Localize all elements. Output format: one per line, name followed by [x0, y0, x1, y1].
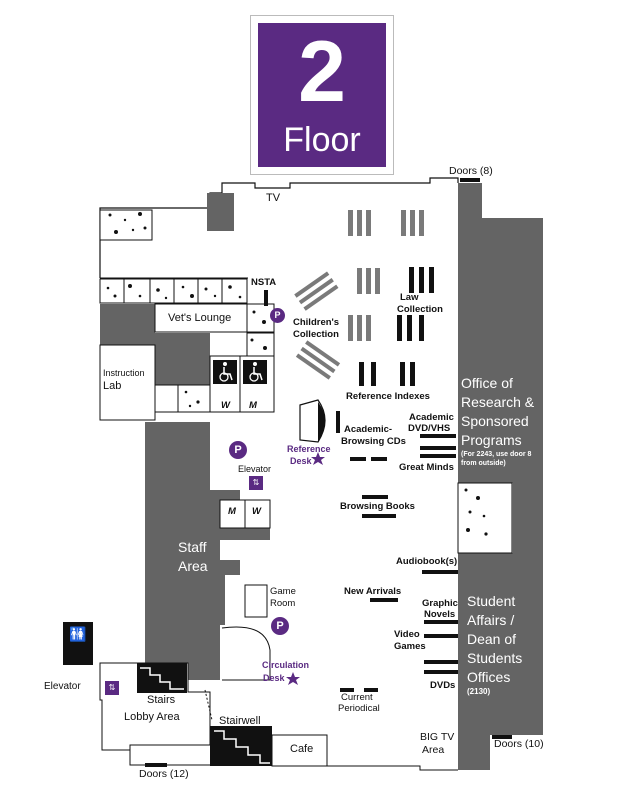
- floor-badge: 2 Floor: [250, 15, 394, 175]
- doors-12-label: Doors (12): [139, 768, 189, 780]
- restroom-w2-label: W: [252, 506, 261, 517]
- big-tv-label-2: Area: [422, 744, 445, 756]
- lobby-area-label: Lobby Area: [124, 711, 180, 723]
- reference-indexes-label: Reference Indexes: [346, 391, 430, 402]
- star-icon: [286, 672, 300, 685]
- game-room-label-1: Game: [270, 586, 296, 597]
- current-label-1: Current: [341, 692, 373, 703]
- law-label-1: Law: [400, 292, 419, 303]
- graphic-novels-label-2: Novels: [424, 609, 456, 620]
- office-research-label-2: Research &: [461, 394, 535, 410]
- nsta-label: NSTA: [251, 277, 277, 288]
- circulation-label-1: Circulation: [262, 660, 310, 670]
- instruction-lab-label-2: Lab: [103, 380, 122, 392]
- dvds-label: DVDs: [430, 680, 456, 691]
- floor-number: 2: [298, 24, 346, 120]
- student-affairs-label-1: Student: [467, 593, 516, 609]
- vets-lounge-label: Vet's Lounge: [168, 312, 232, 324]
- stairwell-label: Stairwell: [219, 715, 261, 727]
- audiobooks-label: Audiobook(s): [396, 556, 458, 567]
- doors-10-label: Doors (10): [494, 738, 544, 750]
- graphic-novels-label-1: Graphic: [422, 598, 458, 609]
- academic-cds-label-1: Academic-: [344, 424, 393, 435]
- reference-desk-label-1: Reference: [287, 444, 331, 454]
- academic-dvd-label-2: DVD/VHS: [408, 423, 451, 434]
- tv-label: TV: [266, 192, 281, 204]
- wheelchair-icon: [213, 360, 237, 384]
- floor-word: Floor: [283, 121, 361, 159]
- law-label-2: Collection: [397, 304, 443, 315]
- new-arrivals-label: New Arrivals: [344, 586, 402, 597]
- circulation-label-2: Desk: [263, 673, 285, 683]
- current-label-2: Periodical: [338, 703, 380, 714]
- parking-icon: P: [229, 441, 247, 459]
- student-affairs-label-4: Students: [467, 650, 523, 666]
- childrens-label-2: Collection: [293, 329, 339, 340]
- staff-area-label-2: Area: [178, 558, 208, 574]
- video-games-label-2: Games: [394, 641, 426, 652]
- office-note-1: (For 2243, use door 8: [461, 451, 532, 458]
- staff-area-label-1: Staff: [178, 539, 207, 555]
- wheelchair-icon: [243, 360, 267, 384]
- academic-dvd-label-1: Academic: [409, 412, 454, 423]
- elevator-upper-label: Elevator: [238, 464, 272, 474]
- restroom-w-label: W: [221, 400, 230, 411]
- restroom-m-label: M: [249, 400, 257, 411]
- instruction-lab-label-1: Instruction: [103, 368, 145, 378]
- great-minds-label: Great Minds: [399, 462, 454, 473]
- parking-icon: P: [271, 617, 289, 635]
- office-research-label-1: Office of: [461, 375, 513, 391]
- parking-icon: P: [270, 308, 285, 323]
- browsing-books-label: Browsing Books: [340, 501, 415, 512]
- elevator-icon: ⇅: [249, 476, 263, 490]
- staff-area: [145, 422, 270, 680]
- student-affairs-room: (2130): [467, 687, 491, 696]
- building-outline: [221, 177, 459, 193]
- game-room-label-2: Room: [270, 598, 296, 609]
- student-affairs-label-5: Offices: [467, 669, 511, 685]
- big-tv-label-1: BIG TV: [420, 731, 455, 743]
- office-research-label-4: Programs: [461, 432, 522, 448]
- childrens-label-1: Children's: [293, 317, 340, 328]
- doors-8-label: Doors (8): [449, 165, 493, 177]
- office-note-2: from outside): [461, 460, 506, 467]
- elevator-lower-label: Elevator: [44, 681, 81, 692]
- stairs-label: Stairs: [147, 694, 176, 706]
- reference-desk-label-2: Desk: [290, 456, 312, 466]
- academic-cds-label-2: Browsing CDs: [341, 436, 406, 447]
- student-affairs-label-2: Affairs /: [467, 612, 515, 628]
- video-games-label-1: Video: [394, 629, 420, 640]
- restroom-icon: 🚻: [69, 626, 87, 642]
- elevator-icon: ⇅: [105, 681, 119, 695]
- cafe-label: Cafe: [290, 743, 314, 755]
- restroom-m2-label: M: [228, 506, 236, 517]
- star-icon: [311, 452, 325, 465]
- office-research-label-3: Sponsored: [461, 413, 529, 429]
- east-wing-wall: [458, 183, 543, 770]
- student-affairs-label-3: Dean of: [467, 631, 517, 647]
